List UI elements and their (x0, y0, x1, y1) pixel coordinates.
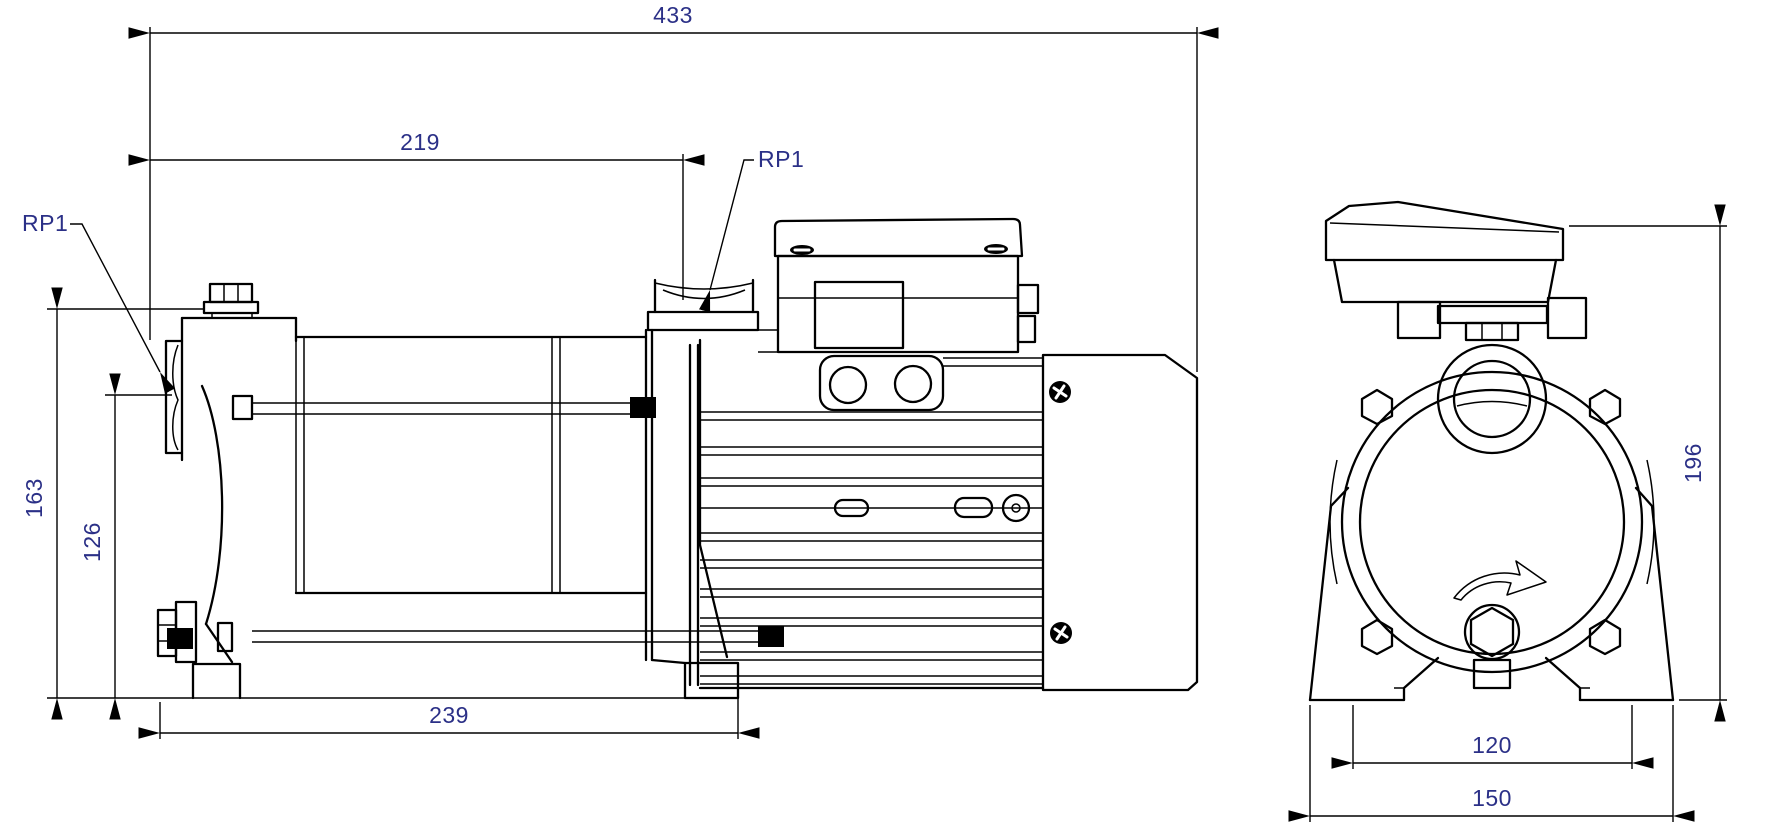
fan-cover (1041, 353, 1199, 692)
conduit-ear (1396, 300, 1442, 340)
dim-base-width-label: 150 (1472, 785, 1512, 811)
casing-bolts (1360, 388, 1622, 656)
fan-cover-screw (1050, 622, 1072, 644)
gland-hole (828, 365, 868, 405)
dim-foot-holes-label: 120 (1472, 732, 1512, 758)
terminal-box-front (1324, 200, 1588, 340)
dim-height-126-label: 126 (79, 522, 105, 562)
dimensions: 433 219 RP1 RP1 163 126 (21, 2, 1727, 822)
terminal-box (773, 217, 1040, 354)
dim-overall-length-label: 433 (653, 2, 693, 28)
suction-port-label: RP1 (22, 210, 68, 236)
conduit-ear (1546, 296, 1588, 340)
rotation-direction-arrow (1453, 560, 1547, 601)
dim-base-length-label: 239 (429, 702, 469, 728)
dim-foot-holes: 120 (1331, 705, 1654, 769)
dim-overall-height-label: 196 (1680, 443, 1706, 483)
dim-base-width: 150 (1288, 705, 1695, 822)
discharge-casing (644, 310, 760, 700)
discharge-port-label: RP1 (758, 146, 804, 172)
dim-base-length: 239 (138, 668, 760, 739)
tie-rod-top (231, 394, 656, 421)
vent-plug (202, 282, 260, 318)
dim-height-163: 163 (21, 287, 205, 720)
dim-height-163-label: 163 (21, 478, 47, 518)
motor-cooling-fins (688, 343, 1045, 690)
dim-height-126: 126 (79, 373, 172, 720)
mounting-foot (1308, 486, 1440, 702)
port-flange (1436, 304, 1549, 455)
tie-rod-nut (167, 628, 193, 649)
casing-bolt (1588, 388, 1622, 426)
support-foot (683, 661, 740, 700)
tie-rod-nut (758, 626, 784, 647)
pump-foot (191, 662, 242, 700)
suction-casing (180, 316, 298, 664)
tie-rod-nut (630, 397, 656, 418)
dim-discharge-length-label: 219 (400, 129, 440, 155)
fan-cover-screw (1049, 381, 1071, 403)
dim-overall-length: 433 (128, 2, 1219, 372)
casing-bolt (1360, 388, 1394, 426)
dim-discharge-length: 219 (128, 129, 705, 300)
discharge-port (653, 278, 755, 314)
tie-rod-bottom (167, 621, 784, 653)
casing-bolt (1588, 618, 1622, 656)
side-view (156, 217, 1199, 700)
drain-plug-front (1463, 603, 1521, 690)
pump-casing-front (1329, 370, 1655, 674)
leader-discharge-rp1: RP1 (698, 146, 804, 313)
front-view (1308, 200, 1675, 702)
leader-suction-rp1: RP1 (22, 210, 176, 394)
motor-through-bolt (700, 493, 1043, 523)
mounting-foot (1544, 486, 1675, 702)
dim-overall-height: 196 (1569, 204, 1727, 722)
stage-barrel (294, 335, 648, 595)
suction-flange (164, 316, 184, 462)
cable-gland-panel (758, 329, 1043, 412)
casing-bolt (1360, 618, 1394, 656)
gland-hole (893, 364, 933, 404)
